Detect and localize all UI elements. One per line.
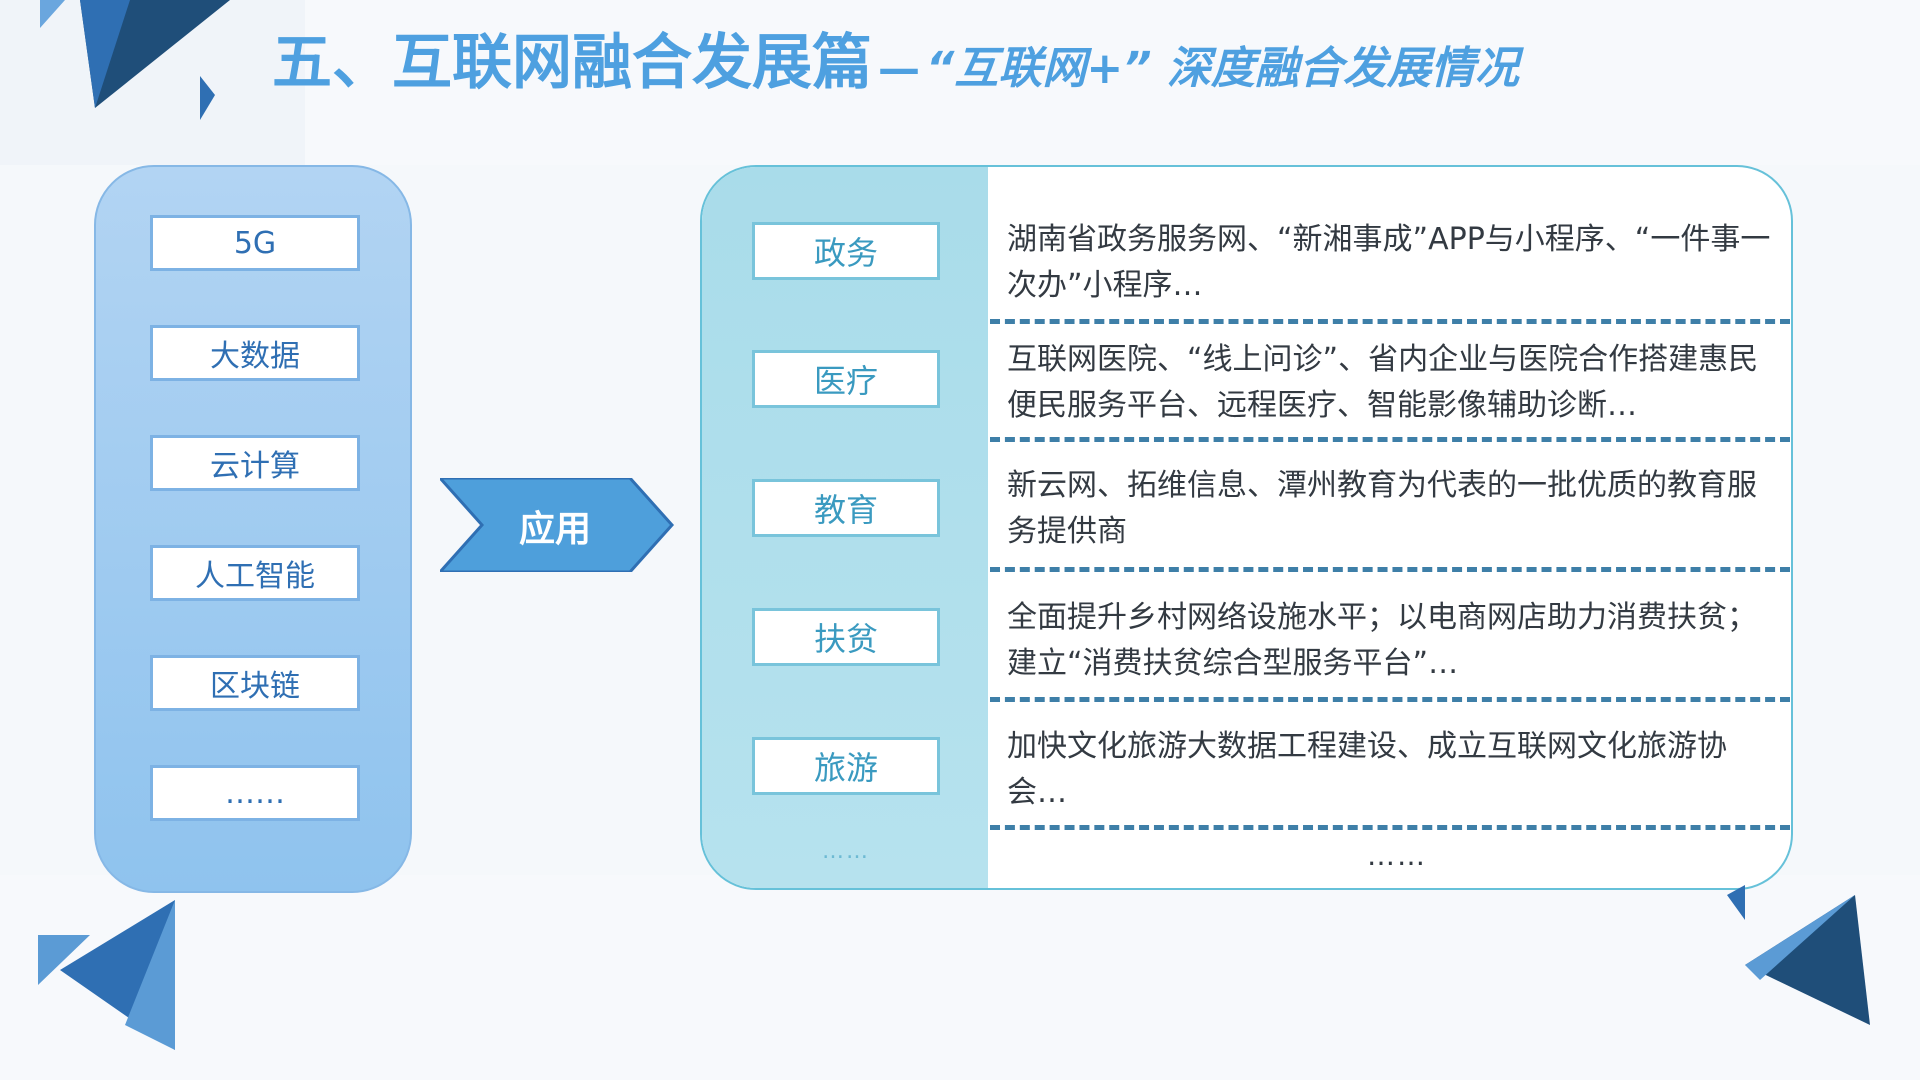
applications-panel: 政务 医疗 教育 扶贫 旅游 …… 湖南省政务服务网、“新湘事成”APP与小程序… <box>700 165 1793 890</box>
app-category-more: …… <box>822 839 870 864</box>
app-description-tourism: 加快文化旅游大数据工程建设、成立互联网文化旅游协会… <box>1007 729 1727 810</box>
title-dash: — <box>878 44 920 93</box>
app-category-tourism: 旅游 <box>752 737 940 795</box>
row-divider <box>990 825 1790 830</box>
decorative-triangles-bottom-right <box>1727 885 1870 1025</box>
arrow-label: 应用 <box>518 509 591 550</box>
tech-item-5g: 5G <box>150 215 360 271</box>
decorative-triangles-top-left <box>40 0 230 120</box>
app-description-government: 湖南省政务服务网、“新湘事成”APP与小程序、“一件事一次办”小程序… <box>1007 222 1771 303</box>
app-description-medical: 互联网医院、“线上问诊”、省内企业与医院合作搭建惠民便民服务平台、远程医疗、智能… <box>1007 342 1759 423</box>
title-subtitle: “互联网+” 深度融合发展情况 <box>926 43 1519 94</box>
row-divider <box>990 567 1790 572</box>
app-description-more: …… <box>1367 839 1427 872</box>
app-description-education: 新云网、拓维信息、潭州教育为代表的一批优质的教育服务提供商 <box>1007 468 1757 549</box>
row-divider <box>990 697 1790 702</box>
decorative-triangles-bottom-left <box>38 900 175 1050</box>
page-title: 五、互联网融合发展篇 — “互联网+” 深度融合发展情况 <box>272 14 1519 98</box>
tech-item-ai: 人工智能 <box>150 545 360 601</box>
row-divider <box>990 437 1790 442</box>
row-divider <box>990 319 1790 324</box>
app-category-medical: 医疗 <box>752 350 940 408</box>
app-category-poverty-alleviation: 扶贫 <box>752 608 940 666</box>
tech-item-big-data: 大数据 <box>150 325 360 381</box>
app-category-government: 政务 <box>752 222 940 280</box>
app-category-education: 教育 <box>752 479 940 537</box>
title-main: 五、互联网融合发展篇 <box>272 28 872 98</box>
tech-item-blockchain: 区块链 <box>150 655 360 711</box>
technologies-panel: 5G 大数据 云计算 人工智能 区块链 …… <box>94 165 412 893</box>
app-description-poverty-alleviation: 全面提升乡村网络设施水平；以电商网店助力消费扶贫；建立“消费扶贫综合型服务平台”… <box>1007 600 1757 681</box>
tech-item-more: …… <box>150 765 360 821</box>
application-arrow <box>440 478 675 572</box>
tech-item-cloud-computing: 云计算 <box>150 435 360 491</box>
